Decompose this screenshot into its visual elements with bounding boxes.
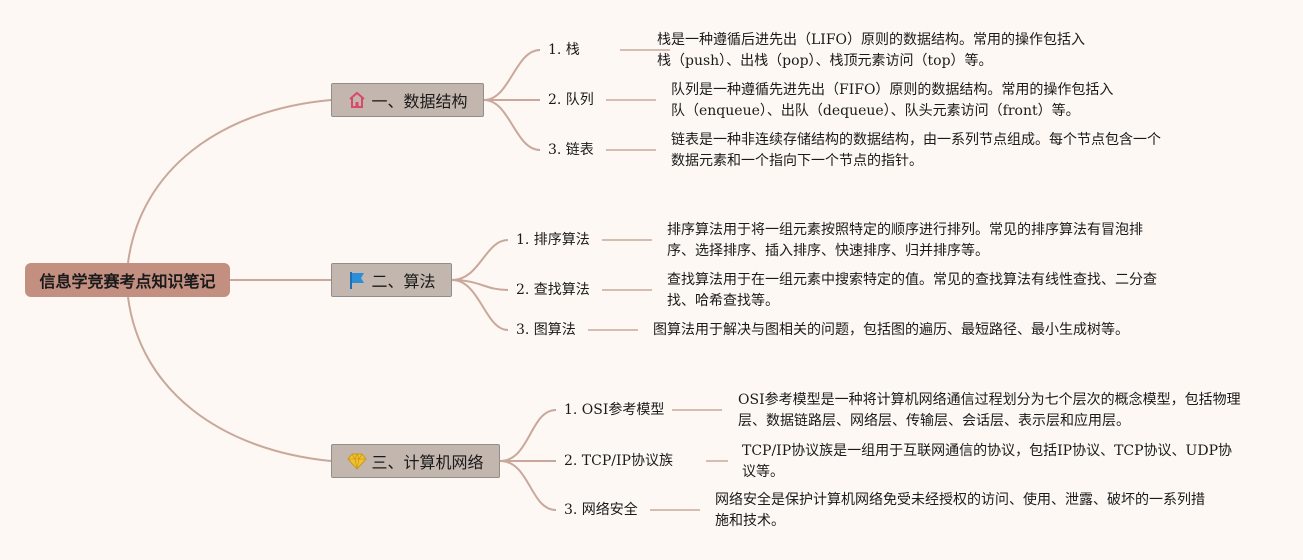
- topic-searching[interactable]: 2. 查找算法: [516, 282, 590, 298]
- topic-queue[interactable]: 2. 队列: [548, 92, 594, 108]
- root-link-0: [127, 99, 332, 264]
- desc-linked-list: 链表是一种非连续存储结构的数据结构，由一系列节点组成。每个节点包含一个数据元素和…: [671, 132, 1161, 169]
- topic-network-security[interactable]: 3. 网络安全: [564, 502, 638, 518]
- topic-linked-list[interactable]: 3. 链表: [548, 142, 594, 158]
- root-link-2: [127, 296, 332, 462]
- topic-tcp-ip[interactable]: 2. TCP/IP协议族: [564, 453, 673, 469]
- house-icon: [347, 90, 367, 110]
- b1-link-2: [451, 279, 509, 331]
- b0-link-2: [483, 99, 541, 151]
- desc-stack: 栈是一种遵循后进先出（LIFO）原则的数据结构。常用的操作包括入栈（push）、…: [657, 32, 1086, 69]
- desc-graph: 图算法用于解决与图相关的问题，包括图的遍历、最短路径、最小生成树等。: [653, 322, 1129, 338]
- root-label: 信息学竞赛考点知识笔记: [39, 272, 216, 291]
- b1-link-0: [451, 239, 509, 281]
- branch-data-structures[interactable]: 一、数据结构: [331, 83, 484, 117]
- desc-queue: 队列是一种遵循先进先出（FIFO）原则的数据结构。常用的操作包括入队（enque…: [671, 82, 1114, 119]
- branch-label: 三、计算机网络: [371, 453, 484, 472]
- desc-searching: 查找算法用于在一组元素中搜索特定的值。常见的查找算法有线性查找、二分查找、哈希查…: [667, 272, 1157, 309]
- branch-algorithms[interactable]: 二、算法: [331, 263, 452, 297]
- topic-stack[interactable]: 1. 栈: [548, 42, 580, 58]
- flag-icon: [347, 270, 367, 290]
- desc-tcp-ip: TCP/IP协议族是一组用于互联网通信的协议，包括IP协议、TCP协议、UDP协…: [742, 443, 1232, 480]
- b0-link-0: [483, 49, 541, 101]
- b2-link-2: [499, 460, 557, 511]
- topic-graph[interactable]: 3. 图算法: [516, 322, 576, 338]
- branch-label: 二、算法: [371, 272, 436, 291]
- root-node[interactable]: 信息学竞赛考点知识笔记: [25, 263, 230, 297]
- desc-network-security: 网络安全是保护计算机网络免受未经授权的访问、使用、泄露、破坏的一系列措施和技术。: [715, 492, 1205, 529]
- gem-icon: [347, 451, 368, 471]
- desc-osi-model: OSI参考模型是一种将计算机网络通信过程划分为七个层次的概念模型，包括物理层、数…: [738, 392, 1241, 429]
- desc-sorting: 排序算法用于将一组元素按照特定的顺序进行排列。常见的排序算法有冒泡排序、选择排序…: [667, 222, 1143, 259]
- topic-sorting[interactable]: 1. 排序算法: [516, 232, 590, 248]
- branch-label: 一、数据结构: [371, 92, 468, 111]
- branch-computer-network[interactable]: 三、计算机网络: [331, 444, 500, 478]
- topic-osi-model[interactable]: 1. OSI参考模型: [564, 402, 665, 418]
- b2-link-0: [499, 409, 557, 462]
